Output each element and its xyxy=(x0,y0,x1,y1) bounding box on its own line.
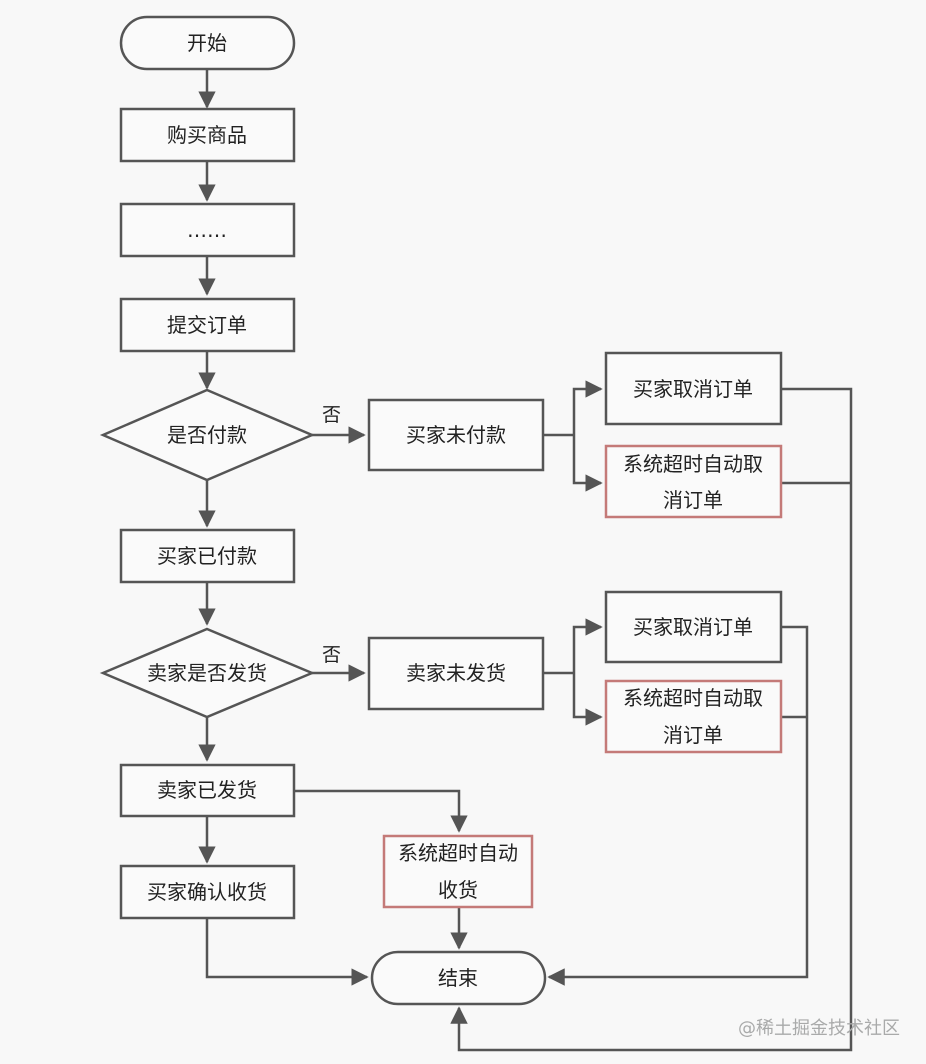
node-end: 结束 xyxy=(370,950,547,1006)
auto-receive-label-line2: 收货 xyxy=(438,878,478,902)
unshipped-process xyxy=(367,636,545,711)
edge-cancel-a-to-end xyxy=(450,387,853,1052)
node-paid-decision: 是否付款 xyxy=(99,388,316,482)
node-start: 开始 xyxy=(119,15,296,71)
paid-label: 买家已付款 xyxy=(157,544,257,568)
cancel-a-label: 买家取消订单 xyxy=(633,377,753,401)
node-cancel-b: 买家取消订单 xyxy=(604,590,783,664)
edge-label-no-payment: 否 xyxy=(322,404,341,426)
ellipsis-process xyxy=(119,202,296,258)
auto-receive-label-line1: 系统超时自动 xyxy=(398,841,518,865)
timeout-b-process xyxy=(604,679,783,754)
edge-shipped-to-auto-receive xyxy=(294,789,468,833)
node-ship-decision: 卖家是否发货 xyxy=(99,627,316,719)
edge-unshipped-to-timeout-b xyxy=(572,673,603,726)
watermark: @稀土掘金技术社区 xyxy=(738,1018,900,1039)
node-buy: 购买商品 xyxy=(119,107,296,163)
node-timeout-b: 系统超时自动取 消订单 xyxy=(604,679,783,754)
start-label: 开始 xyxy=(187,31,227,55)
paid-decision-diamond xyxy=(99,388,316,482)
ship-decision-label: 卖家是否发货 xyxy=(147,661,267,685)
end-label: 结束 xyxy=(438,966,478,990)
ship-decision-diamond xyxy=(99,627,316,719)
unpaid-process xyxy=(367,398,545,472)
cancel-a-process xyxy=(604,351,783,426)
buy-label: 购买商品 xyxy=(167,123,247,147)
shipped-label: 卖家已发货 xyxy=(157,778,257,802)
edge-unpaid-to-timeout-a xyxy=(572,435,603,492)
node-unshipped: 卖家未发货 xyxy=(367,636,545,711)
node-unpaid: 买家未付款 xyxy=(367,398,545,472)
submit-process xyxy=(119,297,296,353)
edge-label-no-shipment: 否 xyxy=(322,644,341,666)
edge-unshipped-to-cancel-b xyxy=(572,618,603,673)
cancel-b-label: 买家取消订单 xyxy=(633,615,753,639)
timeout-b-label-line2: 消订单 xyxy=(663,723,723,747)
auto-receive-process xyxy=(382,834,534,909)
buy-process xyxy=(119,107,296,163)
node-timeout-a: 系统超时自动取 消订单 xyxy=(604,444,783,519)
node-confirm: 买家确认收货 xyxy=(119,864,296,920)
ellipsis-label: …… xyxy=(187,218,227,242)
start-terminator xyxy=(119,15,296,71)
paid-process xyxy=(119,528,296,584)
node-ellipsis: …… xyxy=(119,202,296,258)
node-shipped: 卖家已发货 xyxy=(119,763,296,818)
cancel-b-process xyxy=(604,590,783,664)
confirm-process xyxy=(119,864,296,920)
timeout-a-label-line2: 消订单 xyxy=(663,488,723,512)
end-terminator xyxy=(370,950,547,1006)
timeout-b-label-line1: 系统超时自动取 xyxy=(623,686,763,710)
unshipped-label: 卖家未发货 xyxy=(406,661,506,685)
paid-decision-label: 是否付款 xyxy=(167,423,247,447)
timeout-a-label-line1: 系统超时自动取 xyxy=(623,452,763,476)
confirm-label: 买家确认收货 xyxy=(147,880,267,904)
node-paid: 买家已付款 xyxy=(119,528,296,584)
node-cancel-a: 买家取消订单 xyxy=(604,351,783,426)
node-auto-receive: 系统超时自动 收货 xyxy=(382,834,534,909)
submit-label: 提交订单 xyxy=(167,313,247,337)
edges xyxy=(198,69,853,1052)
unpaid-label: 买家未付款 xyxy=(406,423,506,447)
shipped-process xyxy=(119,763,296,818)
node-submit: 提交订单 xyxy=(119,297,296,353)
edge-unpaid-to-cancel-a xyxy=(572,380,603,435)
edge-cancel-b-to-end xyxy=(547,625,809,986)
edge-confirm-to-end xyxy=(205,918,369,986)
timeout-a-process xyxy=(604,444,783,519)
